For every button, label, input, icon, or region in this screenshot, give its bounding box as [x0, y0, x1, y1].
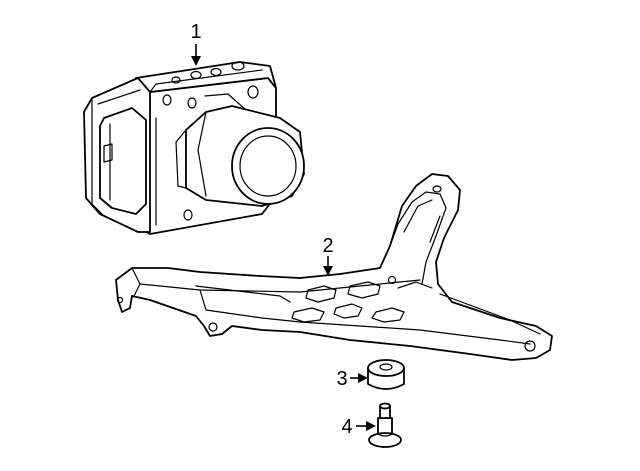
- callout-1-leader: [191, 44, 201, 66]
- callout-2: 2: [322, 235, 333, 257]
- callout-2-leader: [323, 256, 333, 276]
- callout-1: 1: [190, 21, 201, 43]
- callout-4-leader: [356, 421, 376, 431]
- abs-modulator-unit: [83, 61, 305, 235]
- mounting-bracket: [115, 173, 553, 361]
- callout-3-leader: [350, 373, 368, 383]
- callout-4: 4: [341, 416, 352, 438]
- insulator: [367, 359, 405, 390]
- bolt: [368, 402, 402, 448]
- callout-3: 3: [336, 368, 347, 390]
